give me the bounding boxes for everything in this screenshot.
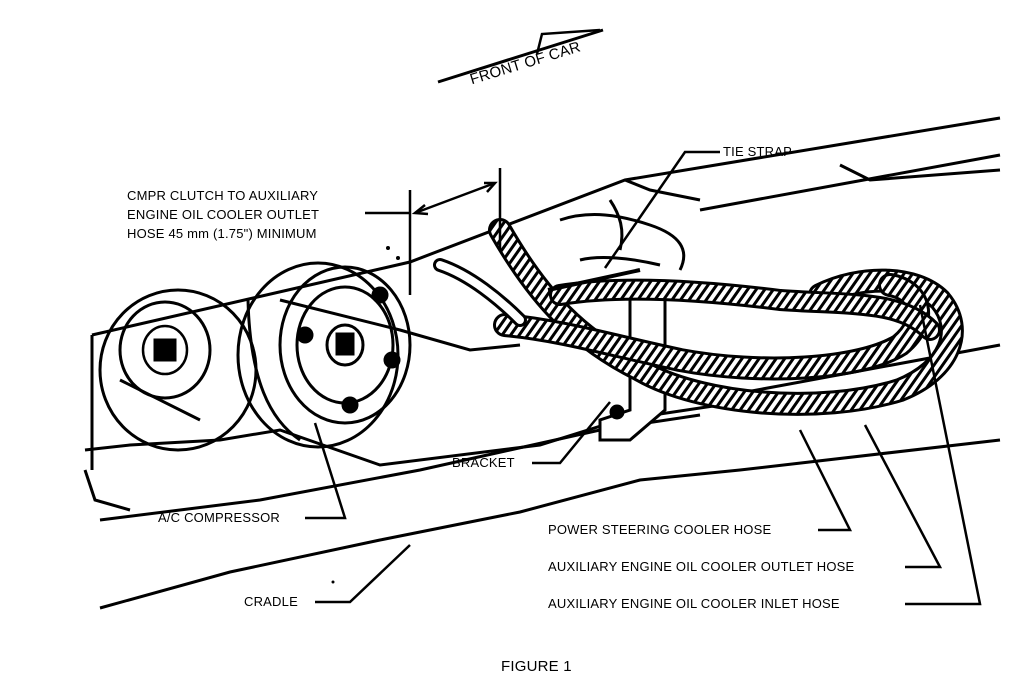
power-steering-hose-label: POWER STEERING COOLER HOSE	[548, 522, 772, 537]
cradle-label: CRADLE	[244, 594, 298, 609]
ac-compressor-label: A/C COMPRESSOR	[158, 510, 280, 525]
ac-compressor-body	[236, 261, 412, 449]
tie-strap-label: TIE STRAP	[723, 144, 792, 159]
figure-caption: FIGURE 1	[501, 658, 572, 675]
bracket-label: BRACKET	[452, 455, 515, 470]
cooler-hoses	[433, 218, 964, 416]
clearance-note-line-2: ENGINE OIL COOLER OUTLET	[127, 207, 320, 222]
speck-marks	[331, 246, 400, 584]
clearance-note-line-3: HOSE 45 mm (1.75") MINIMUM	[127, 226, 317, 241]
clearance-note: CMPR CLUTCH TO AUXILIARY ENGINE OIL COOL…	[127, 186, 367, 243]
clearance-note-line-1: CMPR CLUTCH TO AUXILIARY	[127, 188, 319, 203]
inlet-hose-label: AUXILIARY ENGINE OIL COOLER INLET HOSE	[548, 596, 840, 611]
leader-lines	[305, 150, 982, 606]
front-of-car-arrow	[437, 28, 604, 84]
outlet-hose-label: AUXILIARY ENGINE OIL COOLER OUTLET HOSE	[548, 559, 855, 574]
clearance-dimension	[365, 168, 502, 295]
hose-fittings	[547, 199, 686, 292]
